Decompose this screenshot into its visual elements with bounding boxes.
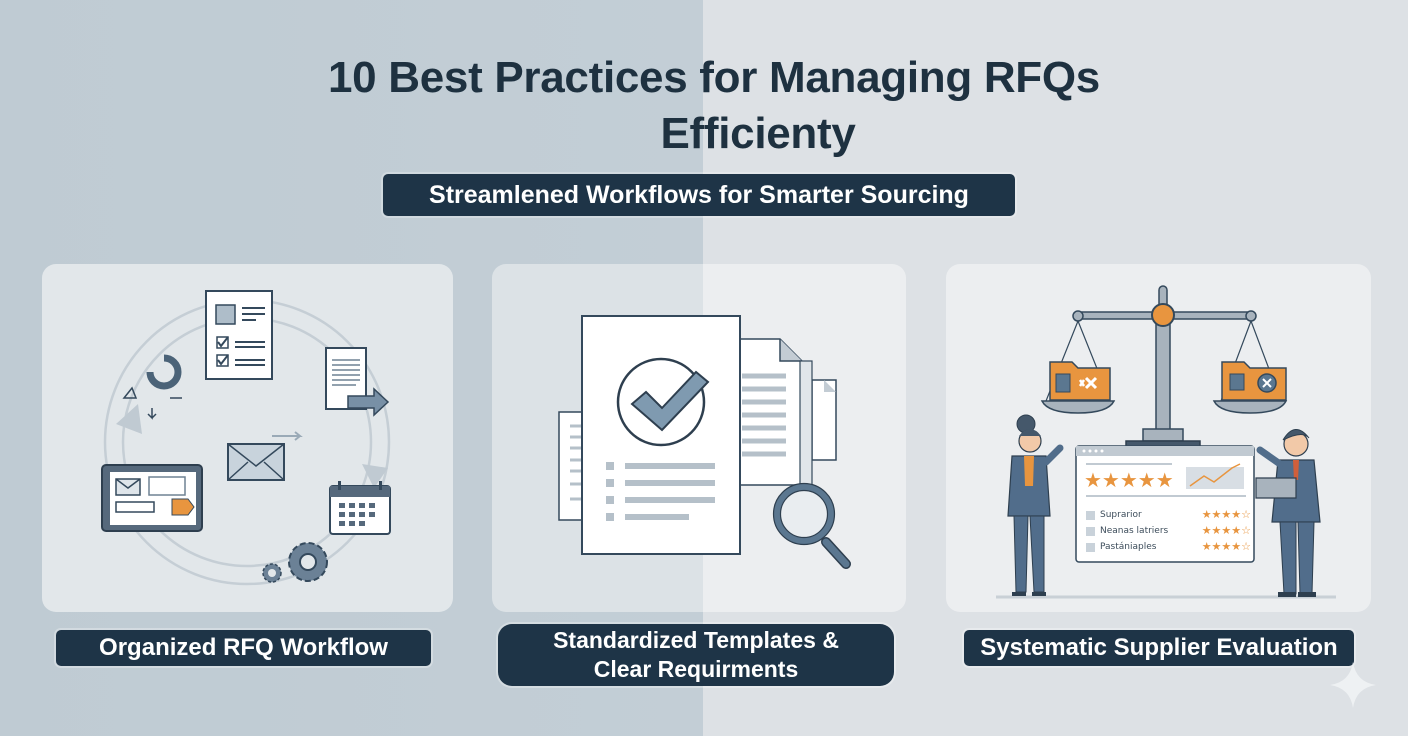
thumbs-down-folder-icon [1221,361,1287,401]
top-rating-stars-icon: ★★★★★ [1084,468,1174,492]
sparkle-icon [1330,662,1376,708]
document-send-icon [325,347,390,417]
dashboard-row: Pastániaples ★★★★☆ [1086,539,1251,555]
checklist-document-icon [205,290,273,380]
dashboard-row: Neanas latriers ★★★★☆ [1086,523,1251,539]
subtitle-banner: Streamlened Workflows for Smarter Sourci… [383,174,1015,216]
title-line-2: Efficienty [660,109,856,158]
calendar-icon [329,481,391,535]
row-name: Pastániaples [1100,542,1157,552]
approved-document-icon [581,315,741,555]
label-line-2: Clear Requirments [593,656,799,682]
balance-scale-icon [1040,285,1288,458]
row-name: Suprarior [1100,510,1142,520]
gears-icon [262,542,328,583]
row-name: Neanas latriers [1100,526,1169,536]
dashboard-rows: Suprarior ★★★★☆ Neanas latriers ★★★★☆ Pa… [1086,507,1251,555]
label-organized-workflow: Organized RFQ Workflow [56,630,431,666]
title-line-1: 10 Best Practices for Managing RFQs [328,53,1100,102]
tablet-icon [101,464,203,532]
refresh-cycle-icon [122,354,182,420]
dashboard-row: Suprarior ★★★★☆ [1086,507,1251,523]
label-supplier-evaluation: Systematic Supplier Evaluation [964,630,1354,666]
row-stars-icon: ★★★★☆ [1201,540,1251,553]
magnifier-icon [772,482,851,569]
row-stars-icon: ★★★★☆ [1201,524,1251,537]
label-line-1: Standardized Templates & [553,627,839,653]
card-standardized-templates [492,264,906,612]
label-standardized-templates: Standardized Templates & Clear Requirmen… [498,624,894,686]
businessman-icon [1255,429,1321,597]
envelope-icon [227,431,303,481]
card-supplier-evaluation: ★★★★★ [946,264,1371,612]
row-stars-icon: ★★★★☆ [1201,508,1251,521]
card-organized-workflow [42,264,453,612]
thumbs-up-folder-icon [1049,361,1111,401]
businesswoman-icon [1007,414,1064,596]
rating-dashboard-icon: ★★★★★ [1075,445,1255,563]
